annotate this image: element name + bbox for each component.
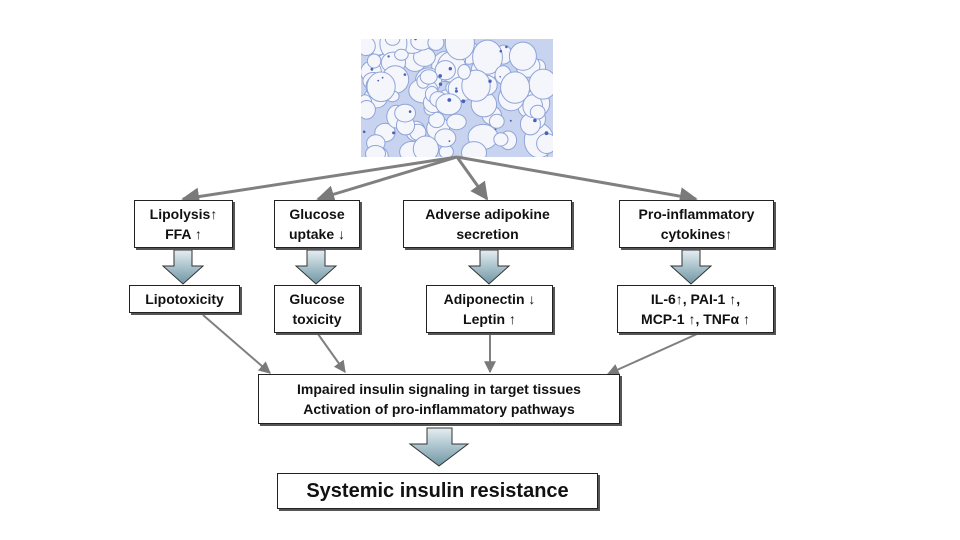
cell-nucleus <box>403 73 407 76</box>
systemic-insulin-resistance-box: Systemic insulin resistance <box>277 473 598 509</box>
cell-nucleus <box>505 45 508 49</box>
block-arrow-adipokine <box>467 249 511 285</box>
adiponectin-box: Adiponectin ↓ Leptin ↑ <box>426 285 553 333</box>
fat-cell <box>419 69 438 85</box>
cell-nucleus <box>387 55 390 58</box>
fat-cell <box>529 104 546 120</box>
fat-cell <box>412 135 439 157</box>
glucose-toxicity-line-1: Glucose <box>289 291 345 307</box>
fat-cell <box>384 39 401 46</box>
il6-line-2: MCP-1 ↑, TNFα ↑ <box>641 311 750 327</box>
systemic-insulin-resistance-label: Systemic insulin resistance <box>306 480 569 502</box>
cytokines-box: Pro-inflammatory cytokines↑ <box>619 200 774 248</box>
glucose-uptake-box: Glucose uptake ↓ <box>274 200 360 248</box>
cell-nucleus <box>370 67 374 71</box>
fat-cell <box>444 39 475 61</box>
cell-nucleus <box>414 39 417 41</box>
lipolysis-line-2: FFA ↑ <box>165 226 202 242</box>
glucose-toxicity-box: Glucose toxicity <box>274 285 360 333</box>
cell-nucleus <box>447 98 452 102</box>
fat-cell <box>361 39 376 56</box>
fat-cell <box>361 100 376 120</box>
arrow-tissue-to-glucose-uptake <box>316 155 458 203</box>
glucose-uptake-line-2: uptake ↓ <box>288 226 345 242</box>
arrow-il6-to-center <box>606 333 698 376</box>
fat-cell <box>446 113 467 131</box>
block-arrow-final <box>408 427 470 467</box>
cell-nucleus <box>494 128 497 131</box>
fat-cell <box>394 48 409 61</box>
cell-nucleus <box>448 67 452 71</box>
block-arrow-glucose <box>294 249 338 285</box>
lipotoxicity-line-1: Lipotoxicity <box>145 291 224 307</box>
fat-cell <box>508 41 537 71</box>
fat-cell <box>366 71 396 103</box>
cytokines-line-1: Pro-inflammatory <box>638 206 755 222</box>
fat-cell <box>457 64 471 80</box>
cell-nucleus <box>408 110 412 113</box>
arrow-lipotoxicity-to-center <box>202 314 271 374</box>
cell-nucleus <box>533 118 537 123</box>
adipokine-line-2: secretion <box>456 226 519 242</box>
glucose-toxicity-line-2: toxicity <box>292 311 342 327</box>
cell-nucleus <box>377 79 380 82</box>
fat-cell <box>461 141 487 157</box>
fat-cell <box>472 39 503 75</box>
fat-cell <box>434 128 457 148</box>
fat-cell <box>365 145 386 157</box>
cell-nucleus <box>448 140 451 143</box>
fat-cell <box>493 132 509 147</box>
cell-nucleus <box>509 119 512 122</box>
cell-nucleus <box>499 76 501 78</box>
arrow-tissue-to-cytokines <box>456 155 698 206</box>
cell-nucleus <box>438 74 442 78</box>
cytokines-line-2: cytokines↑ <box>660 226 733 242</box>
cell-nucleus <box>461 99 466 104</box>
cell-nucleus <box>362 130 366 134</box>
lipotoxicity-box: Lipotoxicity <box>129 285 240 313</box>
cell-nucleus <box>544 131 549 136</box>
fat-cell <box>366 53 382 69</box>
fat-cell <box>488 113 505 129</box>
adiponectin-line-1: Adiponectin ↓ <box>443 291 536 307</box>
fat-cell <box>435 93 462 116</box>
cell-nucleus <box>455 87 458 90</box>
fat-cell <box>500 71 531 104</box>
adipose-tissue-image <box>361 39 553 157</box>
lipolysis-line-1: Lipolysis↑ <box>149 206 218 222</box>
glucose-uptake-line-1: Glucose <box>289 206 345 222</box>
arrow-tissue-to-adipokine <box>455 156 489 201</box>
arrow-tissue-to-lipolysis <box>181 155 458 206</box>
adipokine-line-1: Adverse adipokine <box>425 206 550 222</box>
fat-cell <box>461 69 491 102</box>
impaired-signaling-box: Impaired insulin signaling in target tis… <box>258 374 620 424</box>
cell-nucleus <box>392 131 396 135</box>
adiponectin-line-2: Leptin ↑ <box>463 311 516 327</box>
cell-nucleus <box>499 49 503 53</box>
fat-cell <box>394 103 416 123</box>
cell-nucleus <box>381 76 384 79</box>
impaired-signaling-line-1: Impaired insulin signaling in target tis… <box>297 381 581 397</box>
cell-nucleus <box>438 82 443 86</box>
cell-nucleus <box>454 89 458 93</box>
cell-nucleus <box>488 79 492 83</box>
impaired-signaling-line-2: Activation of pro-inflammatory pathways <box>303 401 575 417</box>
arrow-glucose-toxicity-to-center <box>317 333 346 373</box>
lipolysis-box: Lipolysis↑ FFA ↑ <box>134 200 233 248</box>
fat-cell <box>427 39 445 51</box>
il6-line-1: IL-6↑, PAI-1 ↑, <box>650 291 741 307</box>
block-arrow-lipolysis <box>161 249 205 285</box>
block-arrow-cytokines <box>669 249 713 285</box>
il6-box: IL-6↑, PAI-1 ↑, MCP-1 ↑, TNFα ↑ <box>617 285 774 333</box>
adipokine-box: Adverse adipokine secretion <box>403 200 572 248</box>
